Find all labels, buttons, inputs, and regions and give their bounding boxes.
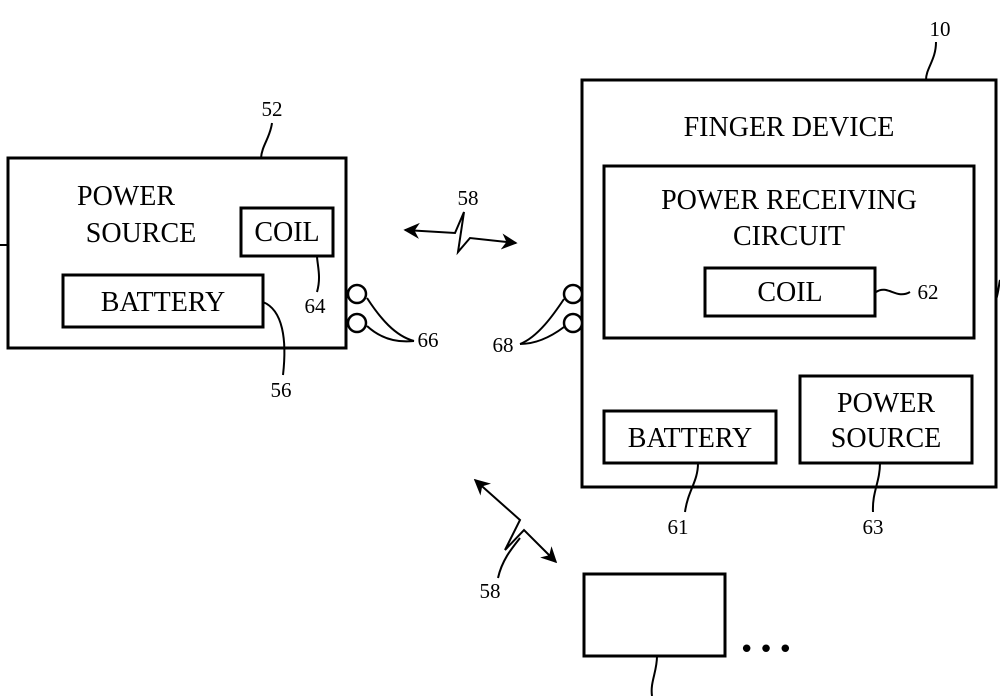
leader-68-upper bbox=[519, 298, 565, 345]
finger-device: FINGER DEVICE POWER RECEIVING CIRCUIT CO… bbox=[562, 78, 1000, 489]
power-receiving-line2: CIRCUIT bbox=[733, 221, 845, 252]
power-source-right-line2: SOURCE bbox=[831, 423, 941, 454]
leader-66-upper bbox=[366, 297, 415, 342]
contact-66-lower bbox=[346, 312, 368, 334]
coil-label-left: COIL bbox=[254, 217, 319, 248]
contact-66-upper bbox=[346, 283, 368, 305]
ref-66: 66 bbox=[418, 328, 439, 352]
battery-box-right bbox=[602, 409, 778, 465]
contact-68-upper bbox=[562, 283, 584, 305]
battery-label-right: BATTERY bbox=[628, 423, 752, 454]
coil-label-right: COIL bbox=[757, 277, 822, 308]
ref-10: 10 bbox=[930, 17, 951, 41]
leader-63 bbox=[871, 462, 881, 513]
battery-box-left bbox=[61, 273, 265, 329]
other-device-box bbox=[582, 572, 727, 658]
wireless-arrow-top bbox=[403, 211, 518, 256]
wireless-link-bottom: 58 bbox=[473, 478, 558, 603]
contact-68-lower bbox=[562, 312, 584, 334]
leader-58-bottom bbox=[497, 537, 521, 579]
coil-box-left bbox=[239, 206, 335, 258]
wireless-link-top: 58 bbox=[403, 186, 518, 256]
leader-62 bbox=[875, 288, 911, 296]
leader-52 bbox=[260, 122, 273, 159]
power-source-right-line1: POWER bbox=[837, 388, 935, 419]
ref-68: 68 bbox=[493, 333, 514, 357]
ref-58-bottom: 58 bbox=[480, 579, 501, 603]
ref-58-top: 58 bbox=[458, 186, 479, 210]
other-device: ••• bbox=[582, 572, 797, 696]
ref-64: 64 bbox=[305, 294, 327, 318]
coil-box-right bbox=[703, 266, 877, 318]
finger-device-title: FINGER DEVICE bbox=[684, 112, 895, 143]
ref-62: 62 bbox=[918, 280, 939, 304]
ellipsis: ••• bbox=[739, 635, 797, 665]
power-receiving-line1: POWER RECEIVING bbox=[661, 185, 917, 216]
leader-other-device bbox=[650, 655, 658, 696]
battery-label-left: BATTERY bbox=[101, 287, 225, 318]
leader-10 bbox=[925, 41, 937, 81]
ref-56: 56 bbox=[271, 378, 292, 402]
ref-61: 61 bbox=[668, 515, 689, 539]
power-source-title-line1: POWER bbox=[77, 181, 175, 212]
leader-66-lower bbox=[366, 325, 415, 343]
leader-56 bbox=[262, 301, 286, 376]
wireless-arrow-bottom bbox=[473, 478, 558, 564]
power-source-title-line2: SOURCE bbox=[86, 218, 196, 249]
ref-52: 52 bbox=[262, 97, 283, 121]
leader-68-lower bbox=[519, 326, 565, 345]
leader-64 bbox=[316, 256, 321, 293]
power-source-device: POWER SOURCE COIL BATTERY bbox=[0, 156, 368, 350]
leader-61 bbox=[684, 462, 699, 513]
power-source-box-right bbox=[798, 374, 974, 465]
ref-63: 63 bbox=[863, 515, 884, 539]
